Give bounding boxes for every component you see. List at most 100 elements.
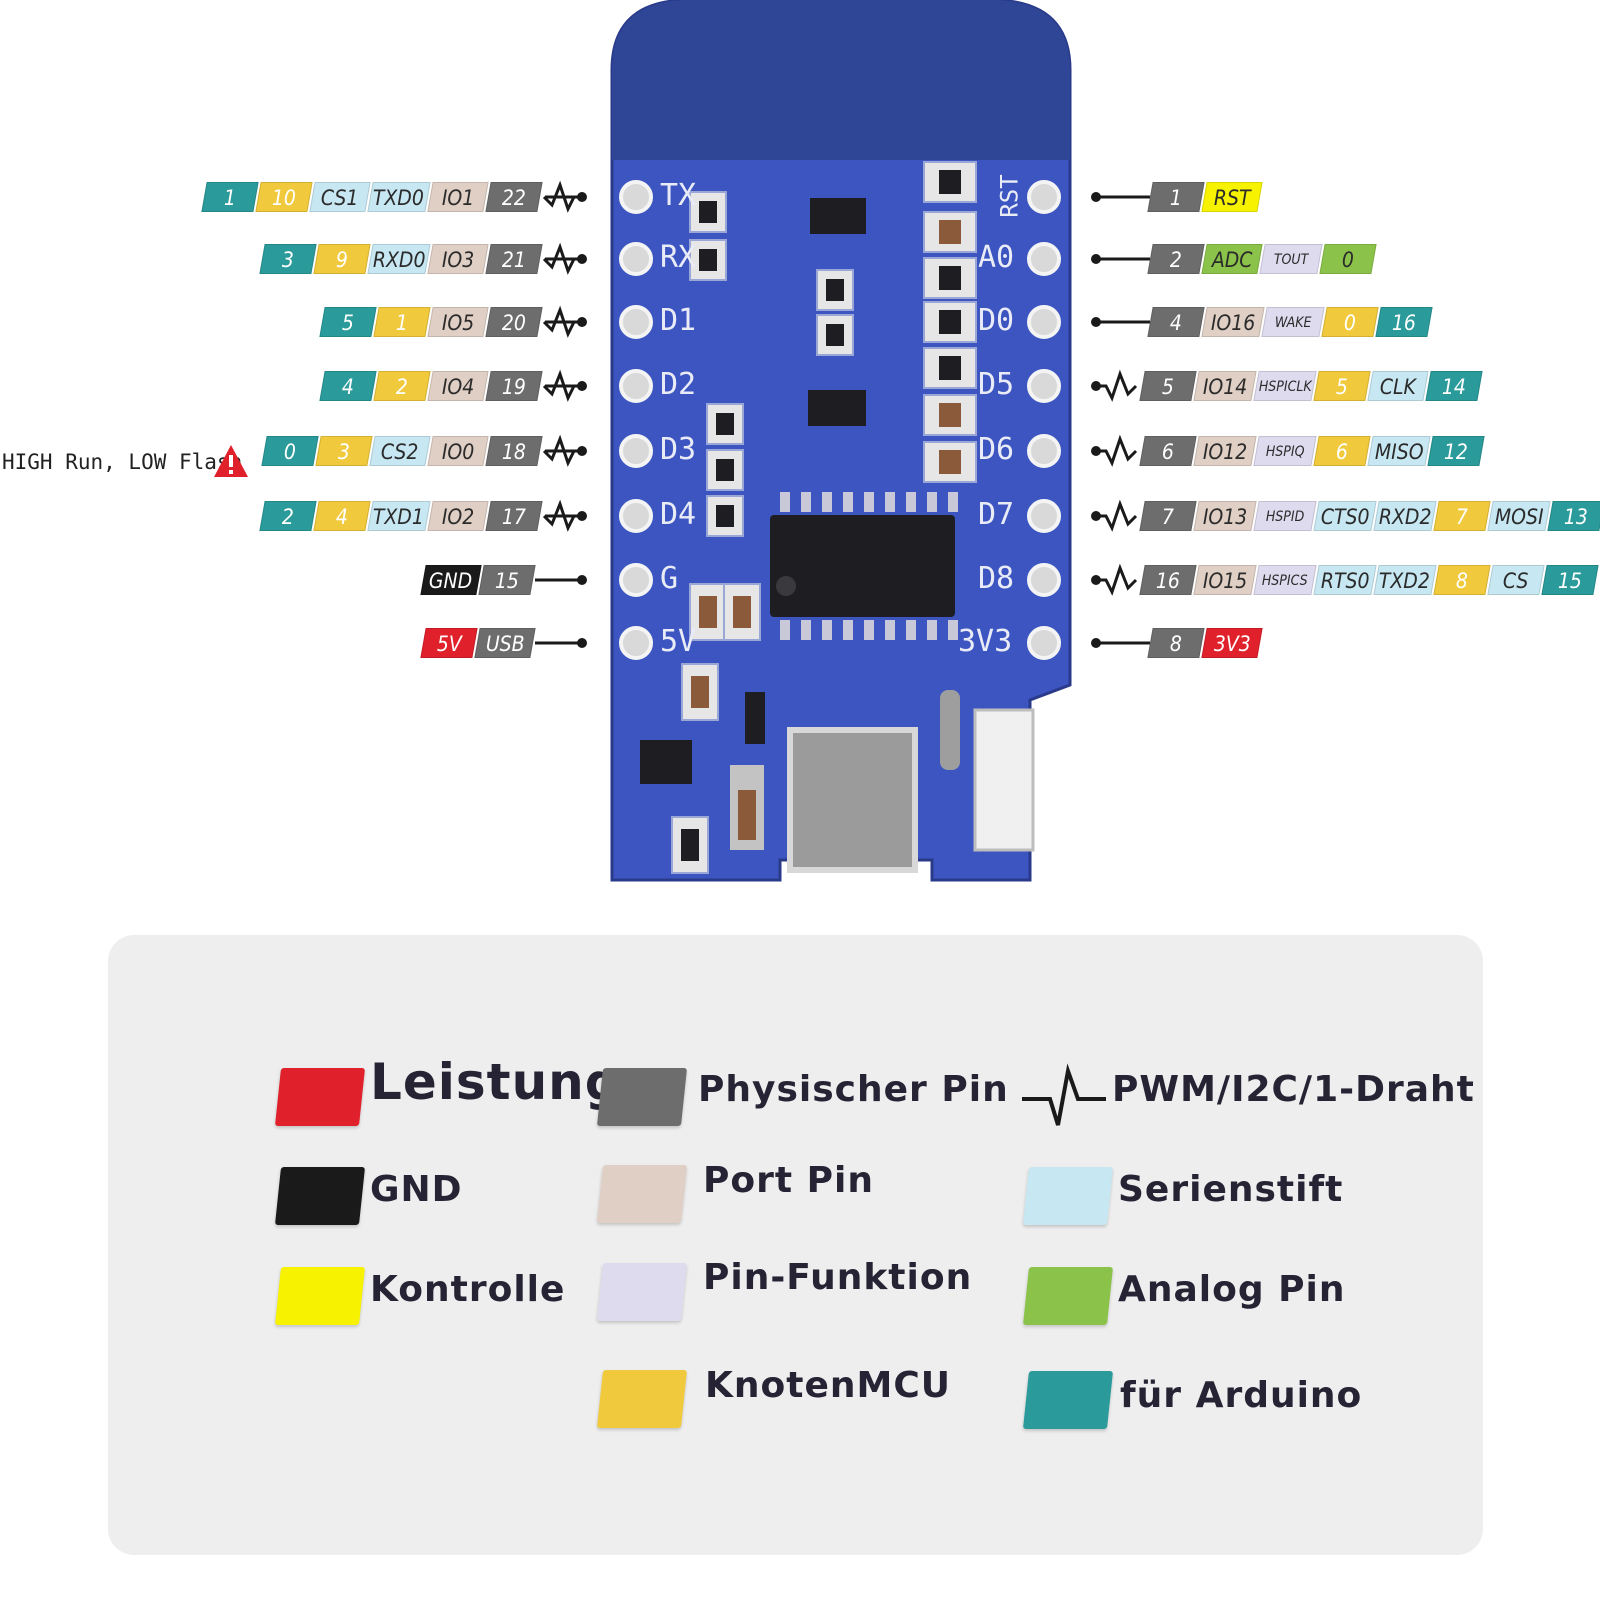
header-pad-right: [1027, 242, 1061, 276]
pin-tag-text: RXD2: [1378, 505, 1432, 529]
pin-tag-func: HSPID: [1253, 501, 1317, 531]
pin-tag-text: 14: [1441, 375, 1466, 399]
header-label-left: D2: [660, 367, 697, 402]
pin-tag-text: IO12: [1202, 440, 1248, 464]
header-label-left: TX: [660, 178, 697, 213]
wemos-d1-mini-board: [535, 0, 1150, 882]
pin-tag-text: ADC: [1211, 248, 1253, 272]
pin-tag-text: 16: [1155, 569, 1180, 593]
smd-component: [671, 816, 709, 874]
header-label-right: D0: [978, 303, 1015, 338]
legend-label-control: Kontrolle: [370, 1269, 566, 1310]
legend-swatch-gnd: [274, 1167, 366, 1225]
pin-tag-text: 6: [1161, 440, 1174, 464]
header-label-right: D8: [978, 561, 1015, 596]
pin-tag-text: IO0: [441, 440, 475, 464]
pin-tag-text: 7: [1161, 505, 1174, 529]
pin-tag-text: TXD1: [373, 505, 425, 529]
pin-tag-text: 2: [281, 505, 294, 529]
pin-tag-text: IO13: [1202, 505, 1248, 529]
pin-tag-text: IO16: [1210, 311, 1256, 335]
pin-tag-analog: ADC: [1201, 244, 1263, 274]
header-label-right: A0: [978, 240, 1015, 275]
header-label-right: 3V3: [958, 624, 1013, 659]
pin-tag-phys: 4: [1147, 307, 1205, 337]
pin-tag-text: 1: [1169, 186, 1182, 210]
header-label-left: D4: [660, 497, 697, 532]
pin-tag-text: 19: [501, 375, 526, 399]
pin-tag-phys: USB: [474, 628, 536, 658]
pin-tag-text: 22: [501, 186, 526, 210]
pin-tag-text: HSPICS: [1261, 573, 1308, 589]
pin-tag-func: WAKE: [1261, 307, 1325, 337]
pin-tag-mcu: 7: [1433, 501, 1491, 531]
pin-tag-phys: 18: [485, 436, 543, 466]
header-pad-right: [1027, 626, 1061, 660]
pin-tag-phys: 1: [1147, 182, 1205, 212]
header-label-left: 5V: [660, 624, 697, 659]
pin-tag-text: TXD2: [1379, 569, 1431, 593]
legend-label-physical: Physischer Pin: [698, 1069, 1009, 1110]
pin-tag-mcu: 1: [373, 307, 431, 337]
pin-tag-serial: CS: [1487, 565, 1545, 595]
pin-tag-text: IO15: [1202, 569, 1248, 593]
pin-tag-port: IO3: [427, 244, 489, 274]
pin-tag-serial: CLK: [1367, 371, 1429, 401]
header-pad-left: [619, 305, 653, 339]
pin-tag-func: HSPIQ: [1253, 436, 1317, 466]
pin-tag-text: 13: [1563, 505, 1588, 529]
legend-label-arduino: für Arduino: [1120, 1375, 1363, 1416]
pin-tag-mcu: 10: [255, 182, 313, 212]
pin-tag-serial: MISO: [1367, 436, 1431, 466]
pin-tag-serial: TXD0: [367, 182, 431, 212]
pin-tag-arduino: 5: [319, 307, 377, 337]
pin-tag-text: 9: [335, 248, 348, 272]
pin-tag-phys: 2: [1147, 244, 1205, 274]
pin-tag-arduino: 1: [201, 182, 259, 212]
pin-tag-text: CLK: [1379, 375, 1416, 399]
header-label-right: D7: [978, 497, 1015, 532]
pin-tag-phys: 5: [1139, 371, 1197, 401]
pin-tag-text: 3V3: [1213, 632, 1251, 656]
pin-tag-arduino: 15: [1541, 565, 1599, 595]
pin-tag-text: IO2: [441, 505, 475, 529]
pin-tag-text: 0: [283, 440, 296, 464]
pin-tag-text: 3: [281, 248, 294, 272]
pwm-wave-icon: [1100, 499, 1138, 532]
smd-component: [923, 301, 977, 343]
pwm-wave-icon: [1100, 369, 1138, 402]
header-label-left: D1: [660, 303, 697, 338]
pwm-wave-icon: [542, 499, 580, 532]
pin-tag-text: MISO: [1374, 440, 1424, 464]
pin-tag-text: USB: [485, 632, 525, 656]
legend-label-gnd: GND: [370, 1169, 463, 1210]
pin-tag-serial: MOSI: [1487, 501, 1551, 531]
pin-tag-phys: 15: [478, 565, 536, 595]
pin-tag-phys: 20: [485, 307, 543, 337]
pin-tag-text: 8: [1455, 569, 1468, 593]
pin-tag-text: IO5: [441, 311, 475, 335]
connector-dot: [1091, 511, 1101, 521]
header-pad-right: [1027, 369, 1061, 403]
pin-tag-serial: RXD0: [367, 244, 431, 274]
pin-tag-text: 5V: [436, 632, 462, 656]
pin-tag-text: 5: [1161, 375, 1174, 399]
pin-tag-phys: 7: [1139, 501, 1197, 531]
pwm-wave-icon: [542, 242, 580, 275]
pwm-wave-icon: [1100, 563, 1138, 596]
header-pad-right: [1027, 499, 1061, 533]
pin-tag-phys: 16: [1139, 565, 1197, 595]
smd-component: [923, 394, 977, 436]
legend-label-analog: Analog Pin: [1118, 1269, 1346, 1310]
pwm-wave-icon: [542, 434, 580, 467]
pin-tag-text: IO14: [1202, 375, 1248, 399]
pin-tag-text: 8: [1169, 632, 1182, 656]
pin-tag-text: CS: [1503, 569, 1529, 593]
pin-tag-text: 5: [1335, 375, 1348, 399]
pin-tag-text: 1: [395, 311, 408, 335]
legend-label-serial: Serienstift: [1118, 1169, 1344, 1210]
pin-tag-gnd: GND: [420, 565, 482, 595]
header-pad-left: [619, 434, 653, 468]
pin-tag-phys: 17: [485, 501, 543, 531]
